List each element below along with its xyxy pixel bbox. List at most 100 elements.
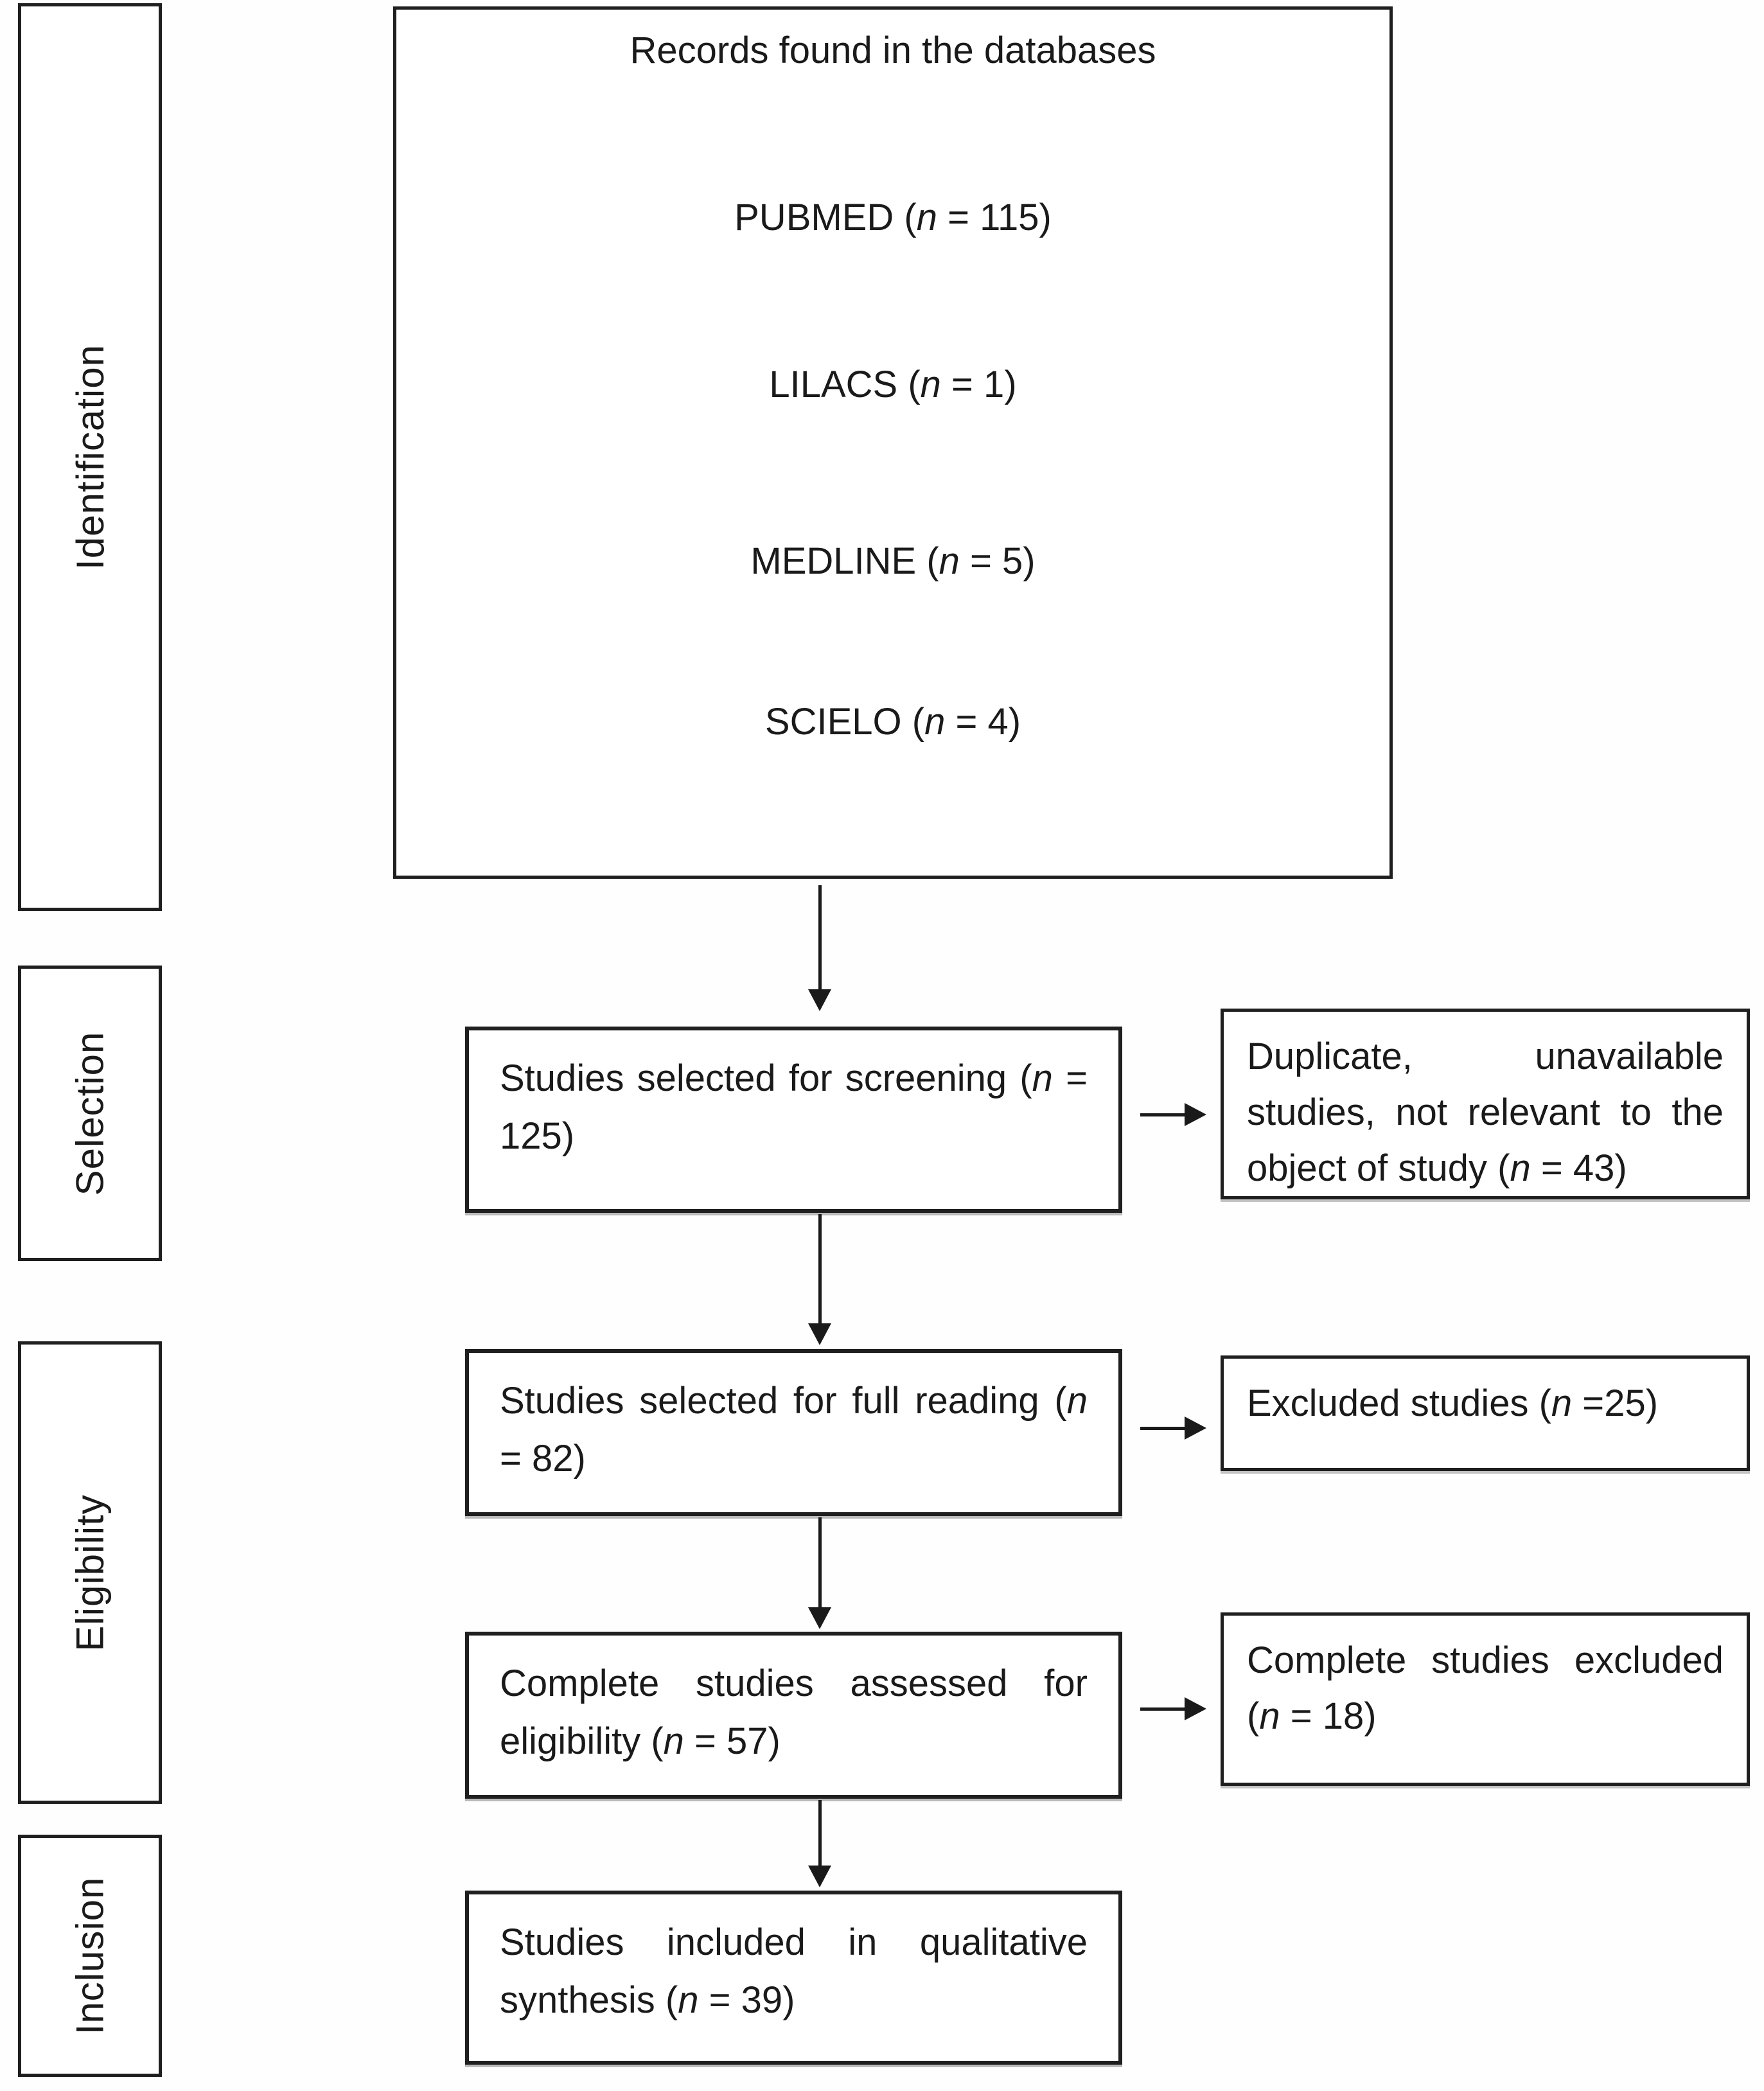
arrow-stem	[818, 1517, 822, 1607]
n-symbol: n	[916, 197, 937, 238]
duplicates-text-close: )	[1614, 1147, 1627, 1189]
source-pubmed-count: 115	[980, 197, 1039, 238]
arrow-stem	[818, 1800, 822, 1866]
arrow-down-assessed-to-included	[808, 1800, 831, 1887]
complete-studies-excluded-box-text: Complete studies excluded (n = 18)	[1224, 1616, 1747, 1744]
records-found-box: Records found in the databases PUBMED (n…	[393, 6, 1393, 879]
arrow-stem	[1140, 1426, 1185, 1430]
n-symbol: n	[678, 1979, 699, 2021]
arrow-down-records-to-screening	[808, 885, 831, 1011]
source-lilacs-eq: =	[940, 364, 984, 405]
stage-label-inclusion-text: Inclusion	[68, 1876, 112, 2035]
excluded-studies-box: Excluded studies (n =25)	[1221, 1355, 1750, 1471]
stage-label-selection-text: Selection	[68, 1031, 112, 1195]
source-lilacs-count: 1	[983, 364, 1005, 405]
included-count: 39	[741, 1979, 783, 2021]
assessed-text-eq: =	[684, 1720, 727, 1762]
arrow-right-head	[1185, 1416, 1206, 1440]
full-reading-text-prefix: Studies selected for full reading (	[500, 1380, 1067, 1422]
arrow-down-head	[808, 1866, 831, 1887]
arrow-right-screening-to-duplicates	[1140, 1103, 1206, 1126]
duplicates-excluded-box-text: Duplicate, unavailable studies, not rele…	[1224, 1012, 1747, 1196]
n-symbol: n	[1259, 1695, 1280, 1737]
arrow-stem	[818, 885, 822, 989]
full-reading-text-eq: =	[500, 1437, 532, 1479]
complete-excluded-text-eq: =	[1280, 1695, 1323, 1737]
arrow-right-head	[1185, 1103, 1206, 1126]
stage-label-eligibility-text: Eligibility	[68, 1494, 112, 1652]
excluded-studies-box-text: Excluded studies (n =25)	[1224, 1359, 1747, 1431]
arrow-right-head	[1185, 1697, 1206, 1720]
screening-box-text: Studies selected for screening (n = 125)	[469, 1030, 1118, 1165]
source-medline-eq: =	[959, 540, 1003, 582]
arrow-stem	[818, 1214, 822, 1323]
arrow-stem	[1140, 1707, 1185, 1711]
assessed-text-close: )	[768, 1720, 781, 1762]
source-medline-close: )	[1023, 540, 1036, 582]
screening-box: Studies selected for screening (n = 125)	[465, 1027, 1122, 1213]
arrow-down-head	[808, 1607, 831, 1629]
full-reading-text-close: )	[573, 1437, 586, 1479]
complete-excluded-count: 18	[1322, 1695, 1364, 1737]
source-pubmed-eq: =	[937, 197, 980, 238]
included-text-close: )	[782, 1979, 795, 2021]
excluded-text-eq: =	[1572, 1382, 1605, 1424]
source-scielo-prefix: SCIELO (	[764, 701, 925, 743]
source-medline: MEDLINE (n = 5)	[396, 540, 1389, 583]
duplicates-text-eq: =	[1530, 1147, 1573, 1189]
source-pubmed-prefix: PUBMED (	[734, 197, 917, 238]
arrow-down-head	[808, 1323, 831, 1345]
included-box-text: Studies included in qualitative synthesi…	[469, 1894, 1118, 2029]
duplicates-excluded-box: Duplicate, unavailable studies, not rele…	[1221, 1009, 1750, 1199]
n-symbol: n	[939, 540, 960, 582]
n-symbol: n	[663, 1720, 684, 1762]
source-scielo-count: 4	[987, 701, 1009, 743]
stage-label-identification-text: Identification	[68, 344, 112, 570]
included-text-prefix: Studies included in qualitative synthesi…	[500, 1921, 1088, 2021]
arrow-down-full-reading-to-assessed	[808, 1517, 831, 1629]
arrow-down-screening-to-full-reading	[808, 1214, 831, 1345]
full-reading-box: Studies selected for full reading (n = 8…	[465, 1349, 1122, 1516]
stage-label-identification: Identification	[18, 3, 162, 911]
screening-count: 125	[500, 1115, 562, 1157]
screening-text-prefix: Studies selected for screening (	[500, 1057, 1032, 1099]
source-medline-prefix: MEDLINE (	[750, 540, 939, 582]
source-scielo: SCIELO (n = 4)	[396, 700, 1389, 743]
complete-excluded-text-prefix: Complete studies excluded (	[1247, 1639, 1724, 1737]
assessed-eligibility-box: Complete studies assessed for eligibilit…	[465, 1632, 1122, 1799]
records-found-title: Records found in the databases	[630, 30, 1156, 71]
stage-label-eligibility: Eligibility	[18, 1341, 162, 1804]
n-symbol: n	[920, 364, 941, 405]
arrow-down-head	[808, 989, 831, 1011]
n-symbol: n	[1510, 1147, 1531, 1189]
excluded-text-prefix: Excluded studies (	[1247, 1382, 1551, 1424]
duplicates-text-prefix: Duplicate, unavailable studies, not rele…	[1247, 1036, 1724, 1189]
source-lilacs-prefix: LILACS (	[769, 364, 921, 405]
duplicates-count: 43	[1573, 1147, 1615, 1189]
source-scielo-eq: =	[945, 701, 988, 743]
included-box: Studies included in qualitative synthesi…	[465, 1891, 1122, 2065]
complete-excluded-text-close: )	[1364, 1695, 1377, 1737]
included-text-eq: =	[698, 1979, 741, 2021]
source-pubmed-close: )	[1039, 197, 1052, 238]
screening-text-eq: =	[1052, 1057, 1088, 1099]
stage-label-selection: Selection	[18, 966, 162, 1261]
source-scielo-close: )	[1008, 701, 1021, 743]
excluded-count: 25	[1604, 1382, 1646, 1424]
source-lilacs-close: )	[1004, 364, 1017, 405]
stage-label-inclusion: Inclusion	[18, 1835, 162, 2077]
assessed-count: 57	[727, 1720, 768, 1762]
full-reading-count: 82	[532, 1437, 574, 1479]
assessed-eligibility-box-text: Complete studies assessed for eligibilit…	[469, 1636, 1118, 1770]
n-symbol: n	[1066, 1380, 1088, 1422]
n-symbol: n	[1551, 1382, 1573, 1424]
excluded-text-close: )	[1645, 1382, 1659, 1424]
n-symbol: n	[1032, 1057, 1053, 1099]
full-reading-box-text: Studies selected for full reading (n = 8…	[469, 1353, 1118, 1488]
assessed-text-prefix: Complete studies assessed for eligibilit…	[500, 1663, 1088, 1762]
source-medline-count: 5	[1002, 540, 1023, 582]
source-pubmed: PUBMED (n = 115)	[396, 196, 1389, 239]
n-symbol: n	[924, 701, 946, 743]
source-lilacs: LILACS (n = 1)	[396, 363, 1389, 406]
